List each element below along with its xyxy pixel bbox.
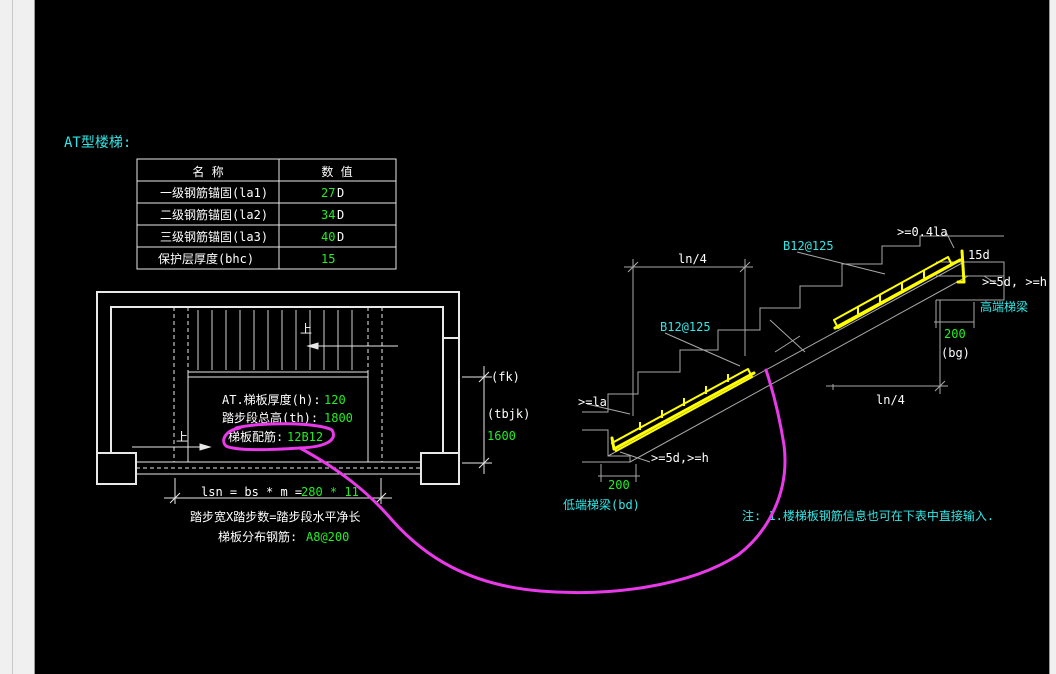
dist-rebar-value[interactable]: A8@200	[306, 530, 349, 544]
ln4-top: ln/4	[678, 252, 707, 266]
note-text: 注: 1.楼梯板钢筋信息也可在下表中直接输入.	[742, 508, 994, 523]
rebar-value[interactable]: 12B12	[287, 430, 323, 444]
table-row[interactable]: 二级钢筋锚固(la2) 34 D	[160, 207, 344, 222]
table-row[interactable]: 三级钢筋锚固(la3) 40 D	[160, 229, 344, 244]
tbjk-value[interactable]: 1600	[487, 429, 516, 443]
lsn-value[interactable]: 280 * 11	[301, 485, 359, 499]
up-arrow-top	[306, 342, 398, 350]
high-beam-code: (bg)	[941, 346, 970, 360]
stair-steps-profile	[582, 235, 1004, 413]
plan-width-dimension	[462, 366, 492, 474]
up-arrow-left	[132, 443, 212, 451]
tbjk-label: (tbjk)	[487, 407, 530, 421]
table-row[interactable]: 保护层厚度(bhc) 15	[158, 251, 336, 266]
plan-inner	[111, 371, 443, 475]
height-value[interactable]: 1800	[324, 411, 353, 425]
high-beam-label: 高端梯梁	[980, 299, 1028, 314]
anchor-low-label: >=la	[578, 395, 607, 409]
table-row-name: 三级钢筋锚固(la3)	[160, 229, 268, 244]
diagram-title: AT型楼梯:	[64, 135, 131, 151]
param-table	[136, 158, 397, 270]
table-row-name: 一级钢筋锚固(la1)	[160, 185, 268, 200]
ln4-bottom: ln/4	[876, 393, 905, 407]
table-row-unit: D	[337, 230, 344, 244]
low-beam-width[interactable]: 200	[608, 478, 630, 492]
table-row-unit: D	[337, 186, 344, 200]
rebar-ties	[639, 270, 925, 430]
table-row-value[interactable]: 27	[321, 186, 335, 200]
slab-rebar	[610, 249, 966, 452]
stair-treads	[197, 310, 353, 370]
hook-top-label: >=5d, >=h	[982, 275, 1047, 289]
hook-15d-label: 15d	[968, 248, 990, 262]
lsn-caption: 踏步宽X踏步数=踏步段水平净长	[190, 509, 360, 524]
table-row-unit: D	[337, 208, 344, 222]
table-header-name: 名 称	[192, 164, 223, 179]
table-row-name: 保护层厚度(bhc)	[158, 251, 254, 266]
left-panel	[0, 0, 35, 674]
hook-low-label: >=5d,>=h	[651, 451, 709, 465]
table-row[interactable]: 一级钢筋锚固(la1) 27 D	[160, 185, 344, 200]
plan-length-dimension	[164, 478, 392, 504]
table-row-value[interactable]: 40	[321, 230, 335, 244]
rebar-label: 梯板配筋:	[228, 429, 283, 444]
hand-annotation	[222, 368, 787, 595]
high-beam-width[interactable]: 200	[944, 327, 966, 341]
rebar-top-label[interactable]: B12@125	[783, 239, 834, 253]
section-leaders	[586, 231, 1001, 482]
table-row-value[interactable]: 15	[321, 252, 335, 266]
up-label-left: 上	[176, 430, 188, 444]
table-row-name: 二级钢筋锚固(la2)	[160, 207, 268, 222]
thickness-label: AT.梯板厚度(h):	[222, 392, 321, 407]
anchor-top-label: >=0.4la	[897, 225, 948, 239]
dist-rebar-label: 梯板分布钢筋:	[218, 529, 297, 544]
fk-label: (fk)	[491, 370, 520, 384]
stair-plan	[96, 291, 460, 485]
rebar-mid-label[interactable]: B12@125	[660, 320, 711, 334]
panel-rail	[12, 0, 13, 674]
plan-dashed-walls	[136, 307, 421, 469]
thickness-value[interactable]: 120	[324, 393, 346, 407]
table-row-value[interactable]: 34	[321, 208, 335, 222]
lsn-formula: lsn = bs * m =	[201, 485, 302, 499]
low-beam-label: 低端梯梁(bd)	[563, 497, 640, 512]
height-label: 踏步段总高(th):	[222, 410, 318, 425]
table-header-value: 数 值	[321, 164, 352, 179]
right-panel	[1049, 0, 1056, 674]
up-label-top: 上	[300, 322, 312, 336]
